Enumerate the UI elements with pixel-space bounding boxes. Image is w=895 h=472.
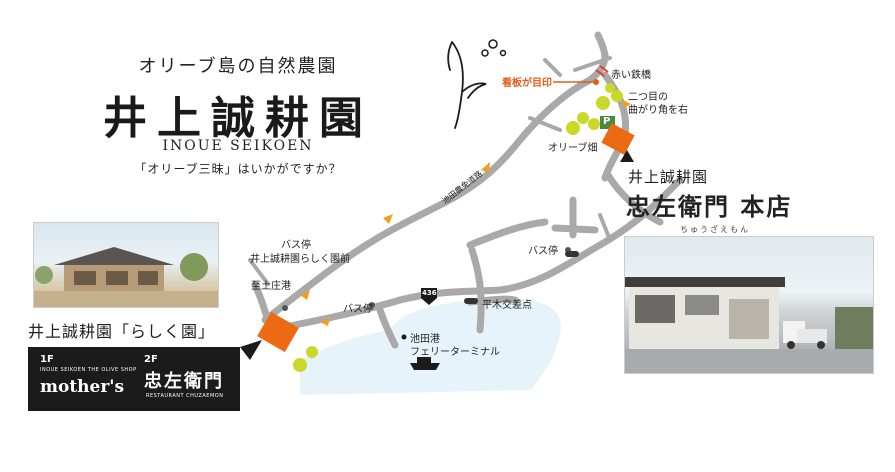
busstop-marker-1	[282, 305, 288, 311]
road-upper-extension	[594, 31, 609, 59]
label-ferry-2: フェリーターミナル	[410, 347, 500, 358]
arrow-3	[300, 290, 310, 300]
field-road-4	[598, 213, 612, 242]
route-shield	[421, 288, 437, 305]
honten-name: 井上誠耕園	[628, 168, 709, 186]
signboard-dot	[593, 79, 599, 85]
traffic-signal-1	[464, 298, 478, 304]
branch-road-north	[466, 218, 549, 249]
branch-road-2	[551, 224, 599, 234]
bridge-line-1	[595, 69, 605, 77]
label-ferry-1: 池田港	[410, 334, 440, 345]
label-busstop-rashiku-2: 井上誠耕園らしく園前	[250, 254, 350, 265]
arrow-5	[623, 100, 631, 109]
field-road-5	[248, 258, 270, 286]
floor2-name: 忠左衛門	[144, 371, 224, 392]
floor1-label: 1F	[40, 354, 54, 365]
sea-area	[300, 298, 561, 395]
floor1-name: mother's	[40, 377, 125, 397]
label-hiragi-junction: 平木交差点	[482, 300, 532, 311]
main-road	[261, 51, 609, 324]
road-near-ferry	[376, 306, 399, 349]
field-road-1	[573, 56, 612, 72]
rashiku-name: 井上誠耕園「らしく園」	[28, 322, 216, 341]
label-busstop-rashiku-1: バス停	[281, 240, 311, 251]
header-title: 井上誠耕園	[103, 93, 373, 144]
rashiku-marker	[257, 311, 299, 353]
bird-sketch	[447, 41, 487, 129]
label-second-corner-2: 曲がり角を右	[628, 105, 688, 116]
floor2-sub: RESTAURANT CHUZAEMON	[146, 393, 224, 399]
label-busstop-east: バス停	[528, 246, 558, 257]
label-route-number: 436	[422, 289, 437, 297]
honten-marker	[601, 123, 635, 155]
tree-5	[611, 90, 623, 102]
tree-8	[605, 83, 615, 93]
bridge-line-2	[599, 65, 609, 73]
arrow-2	[481, 162, 490, 173]
field-road-2	[543, 58, 562, 77]
label-signboard: 看板が目印	[502, 78, 552, 89]
floor2-label: 2F	[144, 354, 158, 365]
arrow-1	[383, 214, 393, 224]
busstop-marker-2	[369, 302, 375, 308]
tree-3	[588, 118, 600, 130]
ferry-dot	[401, 334, 407, 340]
honten-photo-drawing	[625, 277, 873, 373]
label-parking: P	[603, 116, 611, 127]
honten-pointer	[620, 150, 634, 162]
honten-photo	[624, 236, 874, 374]
honten-kana: ちゅうざえもん	[680, 225, 750, 234]
bubble-2	[481, 49, 489, 57]
bubble-1	[488, 39, 498, 49]
field-road-3	[528, 116, 562, 132]
arrow-4	[320, 318, 330, 326]
label-olive-field: オリーブ畑	[548, 143, 598, 154]
bubble-3	[499, 49, 507, 57]
coastal-road	[266, 176, 684, 334]
traffic-signal-2	[565, 251, 579, 257]
tree-1	[566, 121, 580, 135]
label-busstop-mid: バス停	[343, 304, 373, 315]
header-subtitle: オリーブ島の自然農園	[138, 56, 338, 77]
header-latin: INOUE SEIKOEN	[162, 138, 314, 154]
ferry-icon	[410, 363, 440, 370]
tree-6	[293, 358, 307, 372]
tree-7	[306, 346, 318, 358]
header-tagline: 「オリーブ三昧」はいかがですか？	[134, 162, 342, 176]
rashiku-floor-box: 1F INOUE SEIKOEN THE OLIVE SHOP mother's…	[28, 347, 240, 411]
label-second-corner-1: 二つ目の	[628, 92, 668, 103]
tree-2	[577, 112, 589, 124]
honten-big: 忠左衛門 本店	[626, 192, 793, 221]
floor1-sub: INOUE SEIKOEN THE OLIVE SHOP	[40, 367, 137, 373]
rashiku-photo-drawing	[34, 247, 218, 307]
road-east-branch	[604, 171, 664, 226]
branch-road-south	[468, 246, 485, 334]
tree-4	[596, 96, 610, 110]
label-to-tonosho: 至土庄港	[251, 281, 291, 292]
rashiku-photo	[33, 222, 219, 308]
rashiku-pointer	[240, 340, 262, 360]
label-red-bridge: 赤い鉄橋	[611, 70, 651, 81]
ferry-cabin	[417, 357, 431, 363]
